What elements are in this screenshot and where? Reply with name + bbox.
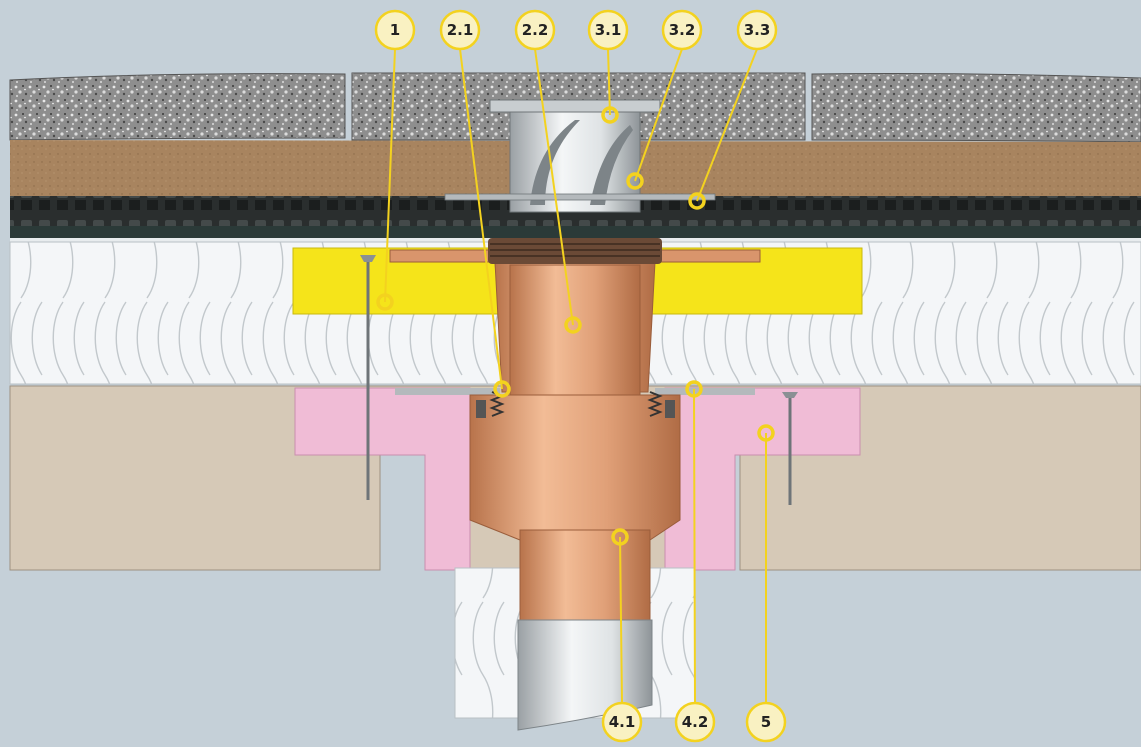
callout-target-dot — [626, 172, 644, 190]
callout-5: 5 — [745, 424, 787, 743]
callout-circle — [736, 9, 778, 51]
callout-target-dot — [564, 316, 582, 334]
callout-4-2: 4.2 — [674, 380, 716, 743]
callout-circle — [587, 9, 629, 51]
callout-label: 4.2 — [682, 713, 709, 731]
granite-paving-right — [811, 73, 1141, 143]
grate-flange — [444, 193, 716, 201]
callout-circle — [674, 701, 716, 743]
callout-circle — [439, 9, 481, 51]
callout-2-2: 2.2 — [514, 9, 582, 334]
callout-target-dot — [611, 528, 629, 546]
lower-flange-right — [655, 388, 755, 395]
callout-label: 5 — [761, 713, 771, 731]
callout-target-dot — [601, 106, 619, 124]
grate-top — [489, 99, 661, 113]
callout-label: 1 — [390, 21, 400, 39]
callout-label: 2.1 — [447, 21, 474, 39]
callout-leader-line — [693, 388, 696, 704]
callout-label: 2.2 — [522, 21, 549, 39]
thread-ring — [488, 238, 662, 264]
grate-assembly — [444, 99, 716, 213]
callout-1: 1 — [374, 9, 416, 311]
callout-label: 3.3 — [744, 21, 771, 39]
lower-flange — [395, 388, 500, 395]
fixing-screws — [360, 255, 798, 505]
callout-leader-line — [634, 48, 683, 182]
callout-3-2: 3.2 — [626, 9, 703, 190]
callout-label: 4.1 — [609, 713, 636, 731]
callout-leader-line — [459, 48, 503, 390]
callout-2-1: 2.1 — [439, 9, 511, 398]
callout-target-dot — [376, 293, 394, 311]
callout-circle — [514, 9, 556, 51]
callout-circle — [374, 9, 416, 51]
callout-label: 3.2 — [669, 21, 696, 39]
callout-leader-line — [619, 536, 623, 704]
callout-circle — [661, 9, 703, 51]
callout-circle — [601, 701, 643, 743]
callout-3-1: 3.1 — [587, 9, 629, 124]
callout-3-3: 3.3 — [688, 9, 778, 210]
callout-leader-line — [607, 48, 611, 116]
callout-leader-line — [384, 48, 396, 303]
callout-circle — [745, 701, 787, 743]
callout-layer: 1 2.1 2.2 3.1 3.2 3.3 4.1 4.2 5 — [374, 9, 787, 743]
outlet-pipe — [519, 529, 651, 621]
callout-4-1: 4.1 — [601, 528, 643, 743]
callout-target-dot — [757, 424, 775, 442]
roof-drain-assembly — [389, 238, 761, 731]
granite-paving-left — [9, 73, 346, 141]
callout-leader-line — [534, 48, 574, 326]
callout-target-dot — [688, 192, 706, 210]
callout-label: 3.1 — [595, 21, 622, 39]
callout-target-dot — [493, 380, 511, 398]
callout-leader-line — [696, 48, 758, 202]
callout-target-dot — [685, 380, 703, 398]
